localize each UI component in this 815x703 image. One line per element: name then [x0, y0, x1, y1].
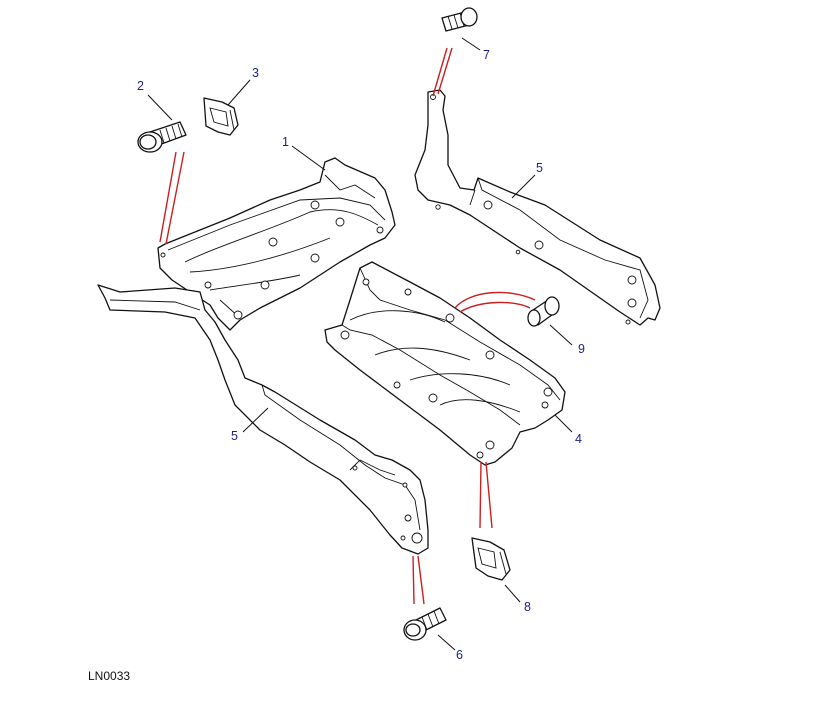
side-bracket-left: [97, 284, 429, 555]
callout-1: 1: [282, 135, 289, 149]
leader-lines: [147, 37, 573, 651]
callout-2: 2: [137, 79, 144, 93]
floor-tray-front: [157, 157, 396, 331]
callout-6: 6: [456, 648, 463, 662]
callout-8: 8: [524, 600, 531, 614]
side-bracket-right: [414, 89, 661, 326]
bush: [527, 296, 560, 327]
bolt-upper-right: [441, 7, 478, 32]
callout-9: 9: [578, 342, 585, 356]
callout-5-left: 5: [231, 429, 238, 443]
clip-nut-upper: [203, 97, 239, 136]
floor-tray-rear: [324, 261, 566, 466]
bolt-lower: [403, 607, 447, 641]
fastener-lines: [159, 47, 536, 605]
drawing-code: LN0033: [88, 669, 130, 683]
clip-nut-lower: [471, 537, 511, 581]
callout-3: 3: [252, 66, 259, 80]
callout-4: 4: [575, 432, 582, 446]
callout-labels: 1 2 3 4 5 5 6 7 8 9: [137, 48, 585, 662]
bolt-upper-left: [137, 121, 187, 153]
callout-5-right: 5: [536, 161, 543, 175]
callout-7: 7: [483, 48, 490, 62]
